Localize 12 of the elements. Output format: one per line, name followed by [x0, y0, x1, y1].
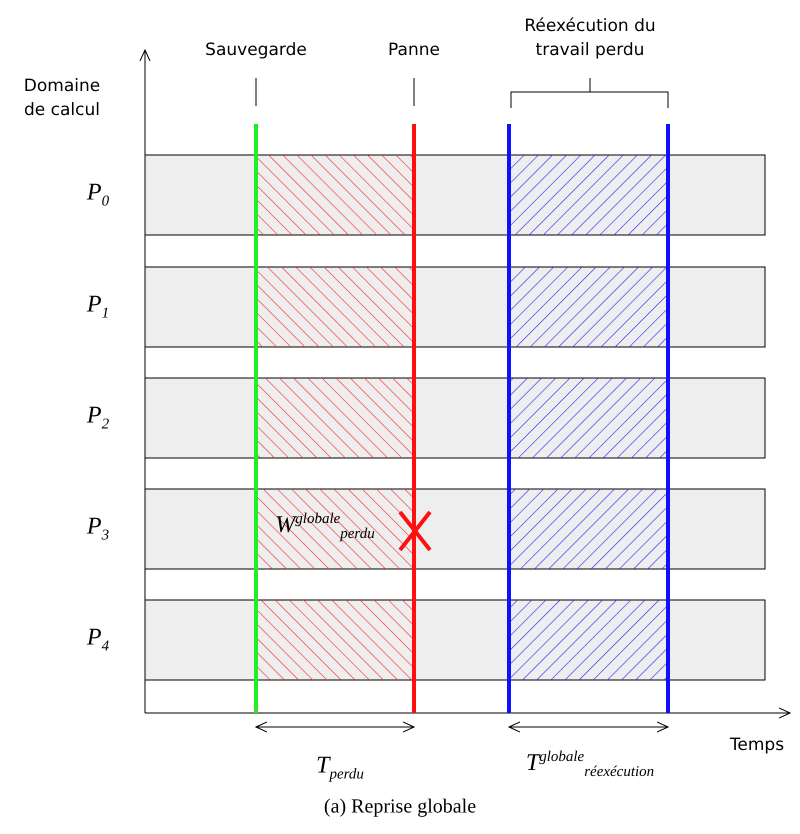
process-label: P$_{3}$	[86, 514, 110, 544]
axis-label: Domaine de calcul	[22, 75, 102, 122]
caption: (a) Reprise globale	[324, 796, 476, 818]
process-label: P$_{4}$	[86, 624, 110, 656]
event-label: Sauvegarde	[205, 39, 307, 62]
process-label: P$_{1}$	[86, 292, 110, 322]
process-label: P$_{0}$	[86, 180, 110, 210]
event-label: Réexécution du travail perdu	[523, 15, 657, 62]
axis-label: Temps	[730, 734, 784, 757]
event-label: Panne	[388, 39, 440, 62]
process-label: P$_{2}$	[86, 402, 110, 434]
duration-label: T$_{perdu}$	[316, 752, 364, 784]
